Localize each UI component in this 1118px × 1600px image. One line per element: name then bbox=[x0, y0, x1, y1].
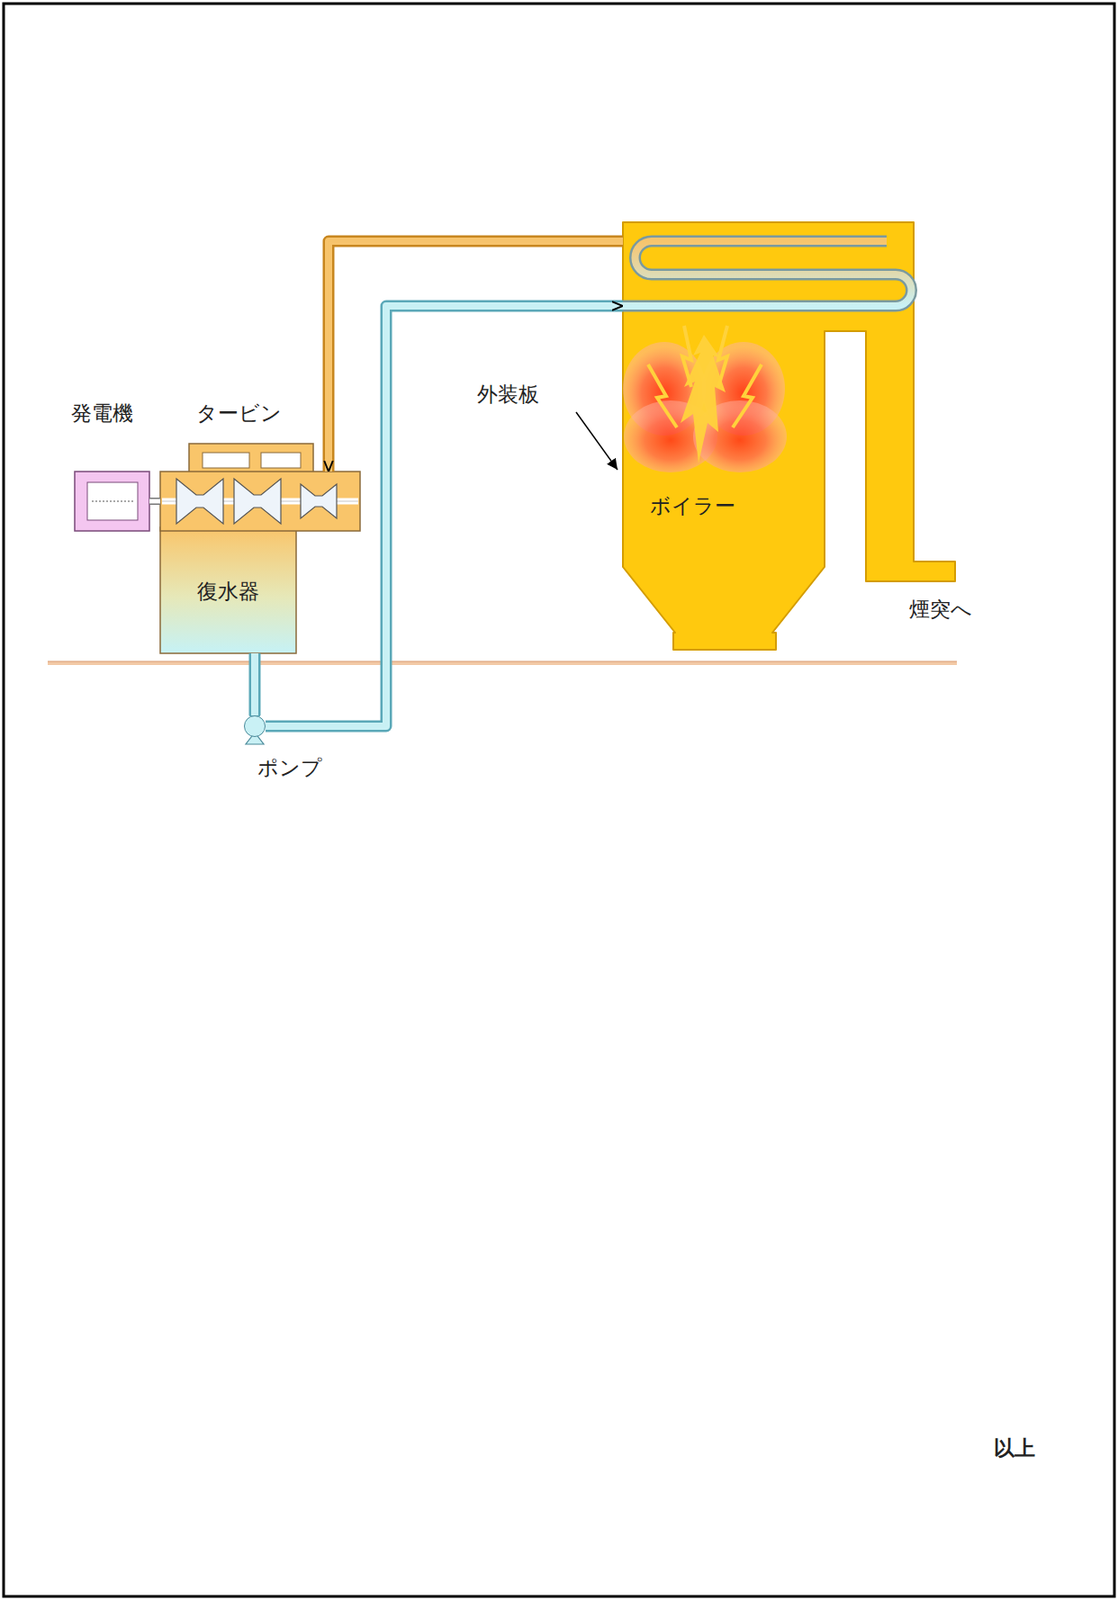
steam-pipe bbox=[328, 241, 623, 472]
pipe-outline bbox=[249, 653, 262, 716]
pipe-outline bbox=[149, 497, 161, 505]
turbine-wheel bbox=[234, 478, 281, 524]
condenser-box: 復水器 bbox=[160, 531, 297, 654]
pipe-core bbox=[265, 306, 623, 727]
generator-box: 発電機 bbox=[74, 471, 150, 532]
pipe-core bbox=[149, 499, 161, 505]
flame bbox=[622, 325, 787, 473]
boiler-box: ボイラー bbox=[622, 222, 825, 568]
condenser-body bbox=[160, 527, 297, 654]
water-pipe bbox=[254, 653, 256, 716]
turbine-wheel bbox=[176, 478, 224, 524]
end-mark: 以上 bbox=[993, 1436, 1036, 1462]
pipe-core bbox=[328, 241, 623, 472]
pipe-arrow bbox=[149, 501, 161, 503]
turbine-box: タービン bbox=[160, 471, 361, 532]
generator-rotor bbox=[87, 482, 138, 521]
part-label: 煙突へ bbox=[909, 597, 973, 623]
turbine-window bbox=[202, 452, 250, 469]
turbine-wheel bbox=[300, 484, 337, 519]
pipe-arrow bbox=[254, 653, 256, 716]
page-frame bbox=[3, 3, 1115, 1597]
turbine-hump bbox=[189, 443, 314, 474]
boiler-shell bbox=[622, 222, 956, 650]
ground-line-edge bbox=[47, 661, 957, 663]
pipe-arrow bbox=[265, 306, 623, 727]
ground-line bbox=[47, 661, 957, 666]
generator-housing bbox=[74, 471, 150, 532]
coil-outline bbox=[622, 241, 912, 307]
pipe-core bbox=[251, 653, 259, 716]
shaft bbox=[149, 501, 161, 503]
node-text: 発電機 bbox=[71, 401, 134, 427]
node-text: ポンプ bbox=[257, 756, 323, 782]
leader-line bbox=[576, 412, 618, 470]
coil-tube bbox=[622, 241, 912, 307]
pipe-outline bbox=[328, 241, 623, 472]
feed-water-pipe bbox=[265, 306, 623, 727]
rotor-axis bbox=[91, 501, 134, 503]
node-text: タービン bbox=[196, 401, 282, 427]
condenser-outlet bbox=[249, 653, 261, 717]
node-text: ボイラー bbox=[649, 494, 736, 520]
turbine-casing bbox=[160, 471, 361, 532]
pump-circle: ポンプ bbox=[243, 715, 266, 738]
part-label: 外装板 bbox=[477, 382, 540, 408]
pipe-outline bbox=[265, 306, 623, 727]
node-text: 復水器 bbox=[197, 579, 260, 605]
turbine-window bbox=[261, 452, 301, 469]
casing-joint bbox=[189, 473, 313, 477]
pipe-arrow bbox=[328, 241, 623, 472]
